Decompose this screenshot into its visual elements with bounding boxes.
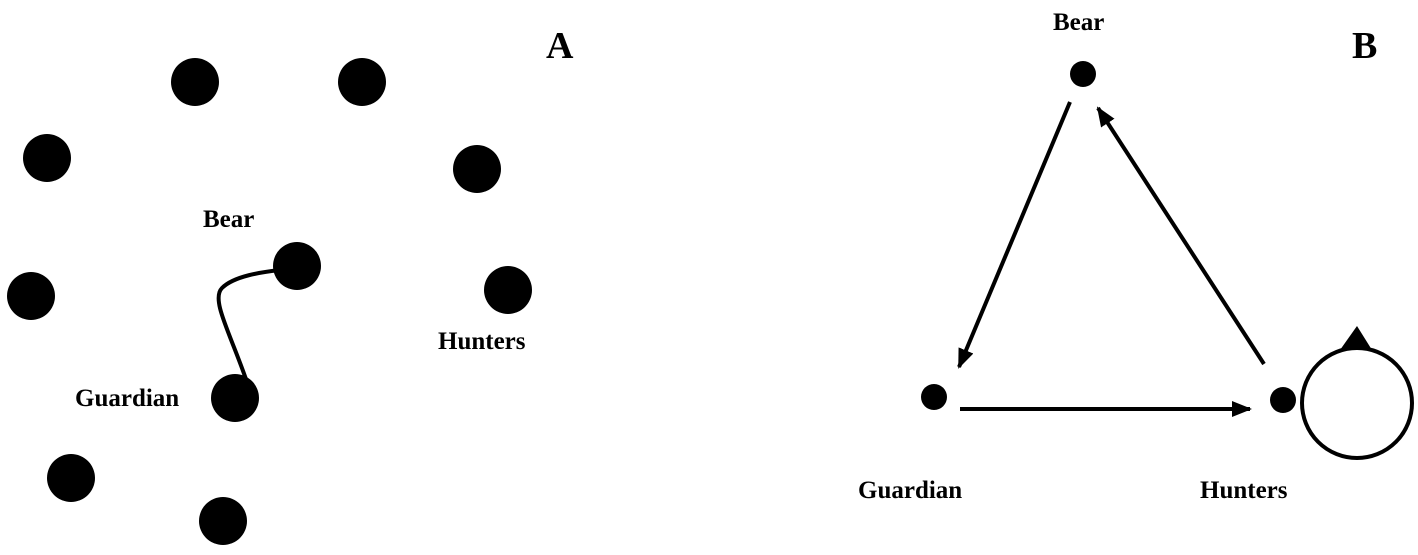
hunters-self-loop — [1300, 346, 1414, 460]
arrow-bear-to-guardian — [957, 101, 1072, 369]
hunters-dot-b — [1270, 387, 1296, 413]
bear-dot-a — [273, 242, 321, 290]
player-dot — [171, 58, 219, 106]
player-dot — [23, 134, 71, 182]
player-dot — [47, 454, 95, 502]
bear-label-b: Bear — [1053, 9, 1104, 36]
hunters-dot-a — [484, 266, 532, 314]
panel-a: A Hunters Bear Guardian — [7, 25, 574, 545]
panel-b: B Bear Guardian Hunters — [858, 9, 1414, 504]
bear-label-a: Bear — [203, 206, 254, 233]
bear-dot-b — [1070, 61, 1096, 87]
arrow-hunters-to-bear — [1096, 106, 1266, 366]
guardian-dot-b — [921, 384, 947, 410]
guardian-label-b: Guardian — [858, 477, 962, 504]
player-dot — [453, 145, 501, 193]
self-loop-arrowhead — [1340, 326, 1372, 350]
hunters-label-a: Hunters — [438, 328, 526, 355]
panel-a-letter: A — [546, 25, 574, 67]
guardian-label-a: Guardian — [75, 385, 179, 412]
player-dot — [7, 272, 55, 320]
panel-b-letter: B — [1352, 25, 1377, 67]
guardian-bear-tether — [216, 268, 281, 389]
player-dot — [338, 58, 386, 106]
player-dot — [199, 497, 247, 545]
players-circle — [7, 58, 501, 545]
guardian-dot-a — [211, 374, 259, 422]
hunters-label-b: Hunters — [1200, 477, 1288, 504]
